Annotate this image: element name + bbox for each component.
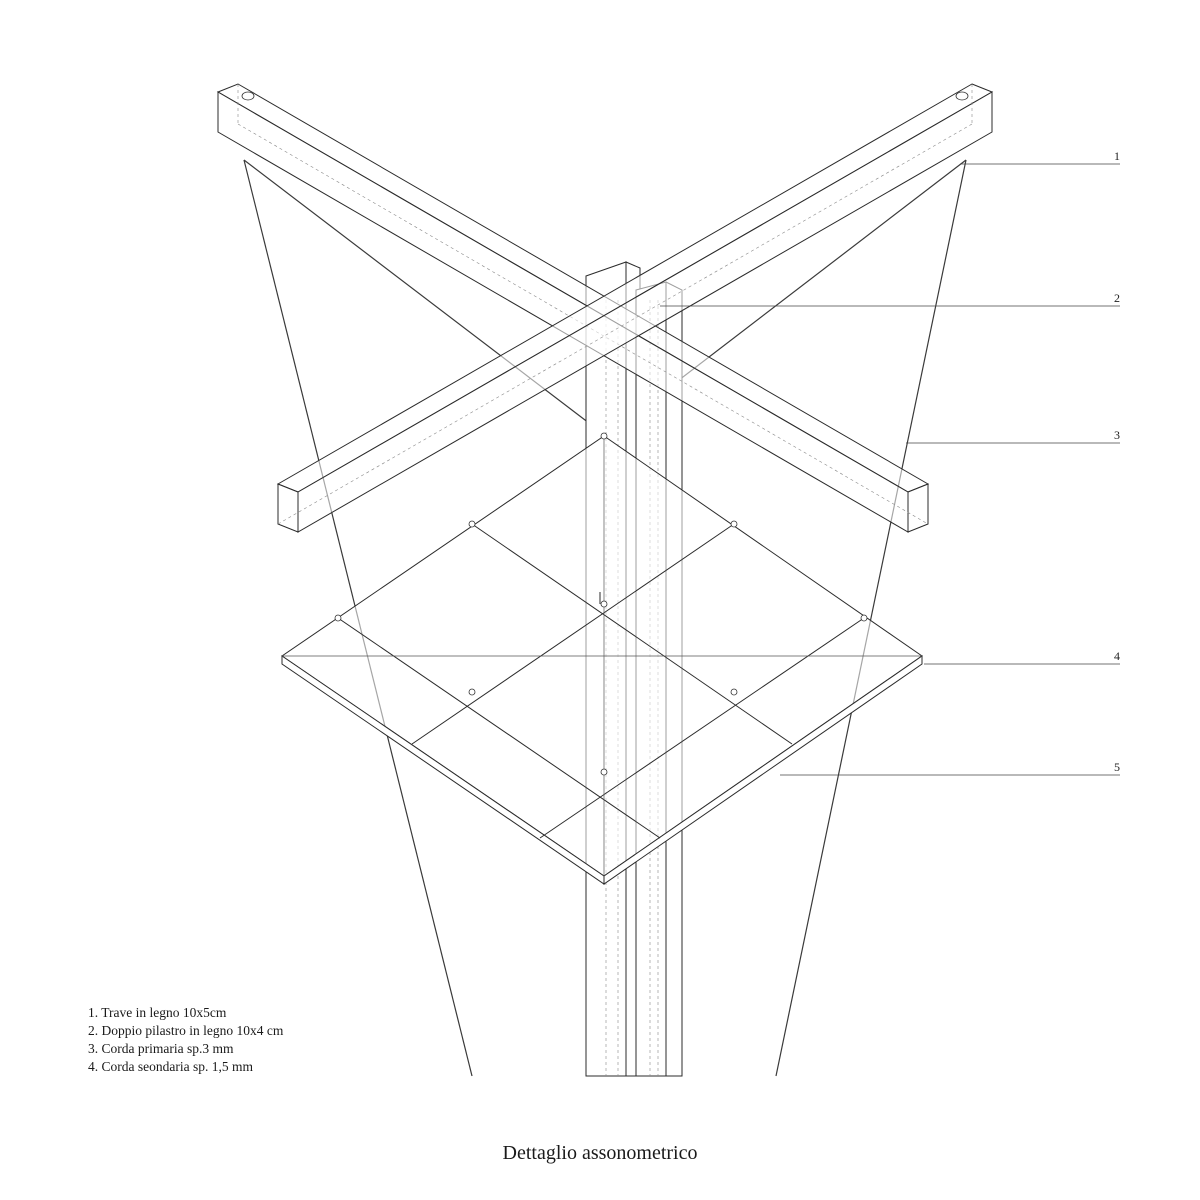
beam-b <box>276 83 994 533</box>
legend-item: 1. Trave in legno 10x5cm <box>88 1005 227 1020</box>
platform <box>281 432 923 885</box>
legend-item: 3. Corda primaria sp.3 mm <box>88 1041 234 1056</box>
callout-1: 1 <box>1114 149 1120 163</box>
legend-item: 2. Doppio pilastro in legno 10x4 cm <box>88 1023 284 1038</box>
legend: 1. Trave in legno 10x5cm 2. Doppio pilas… <box>88 1004 283 1076</box>
callout-2: 2 <box>1114 291 1120 305</box>
beam-a <box>216 83 930 533</box>
callout-3: 3 <box>1114 428 1120 442</box>
legend-item: 4. Corda seondaria sp. 1,5 mm <box>88 1059 253 1074</box>
callout-4: 4 <box>1114 649 1120 663</box>
callouts: 1 2 3 4 5 <box>660 149 1120 776</box>
callout-5: 5 <box>1114 760 1120 774</box>
drawing-caption: Dettaglio assonometrico <box>502 1142 698 1164</box>
